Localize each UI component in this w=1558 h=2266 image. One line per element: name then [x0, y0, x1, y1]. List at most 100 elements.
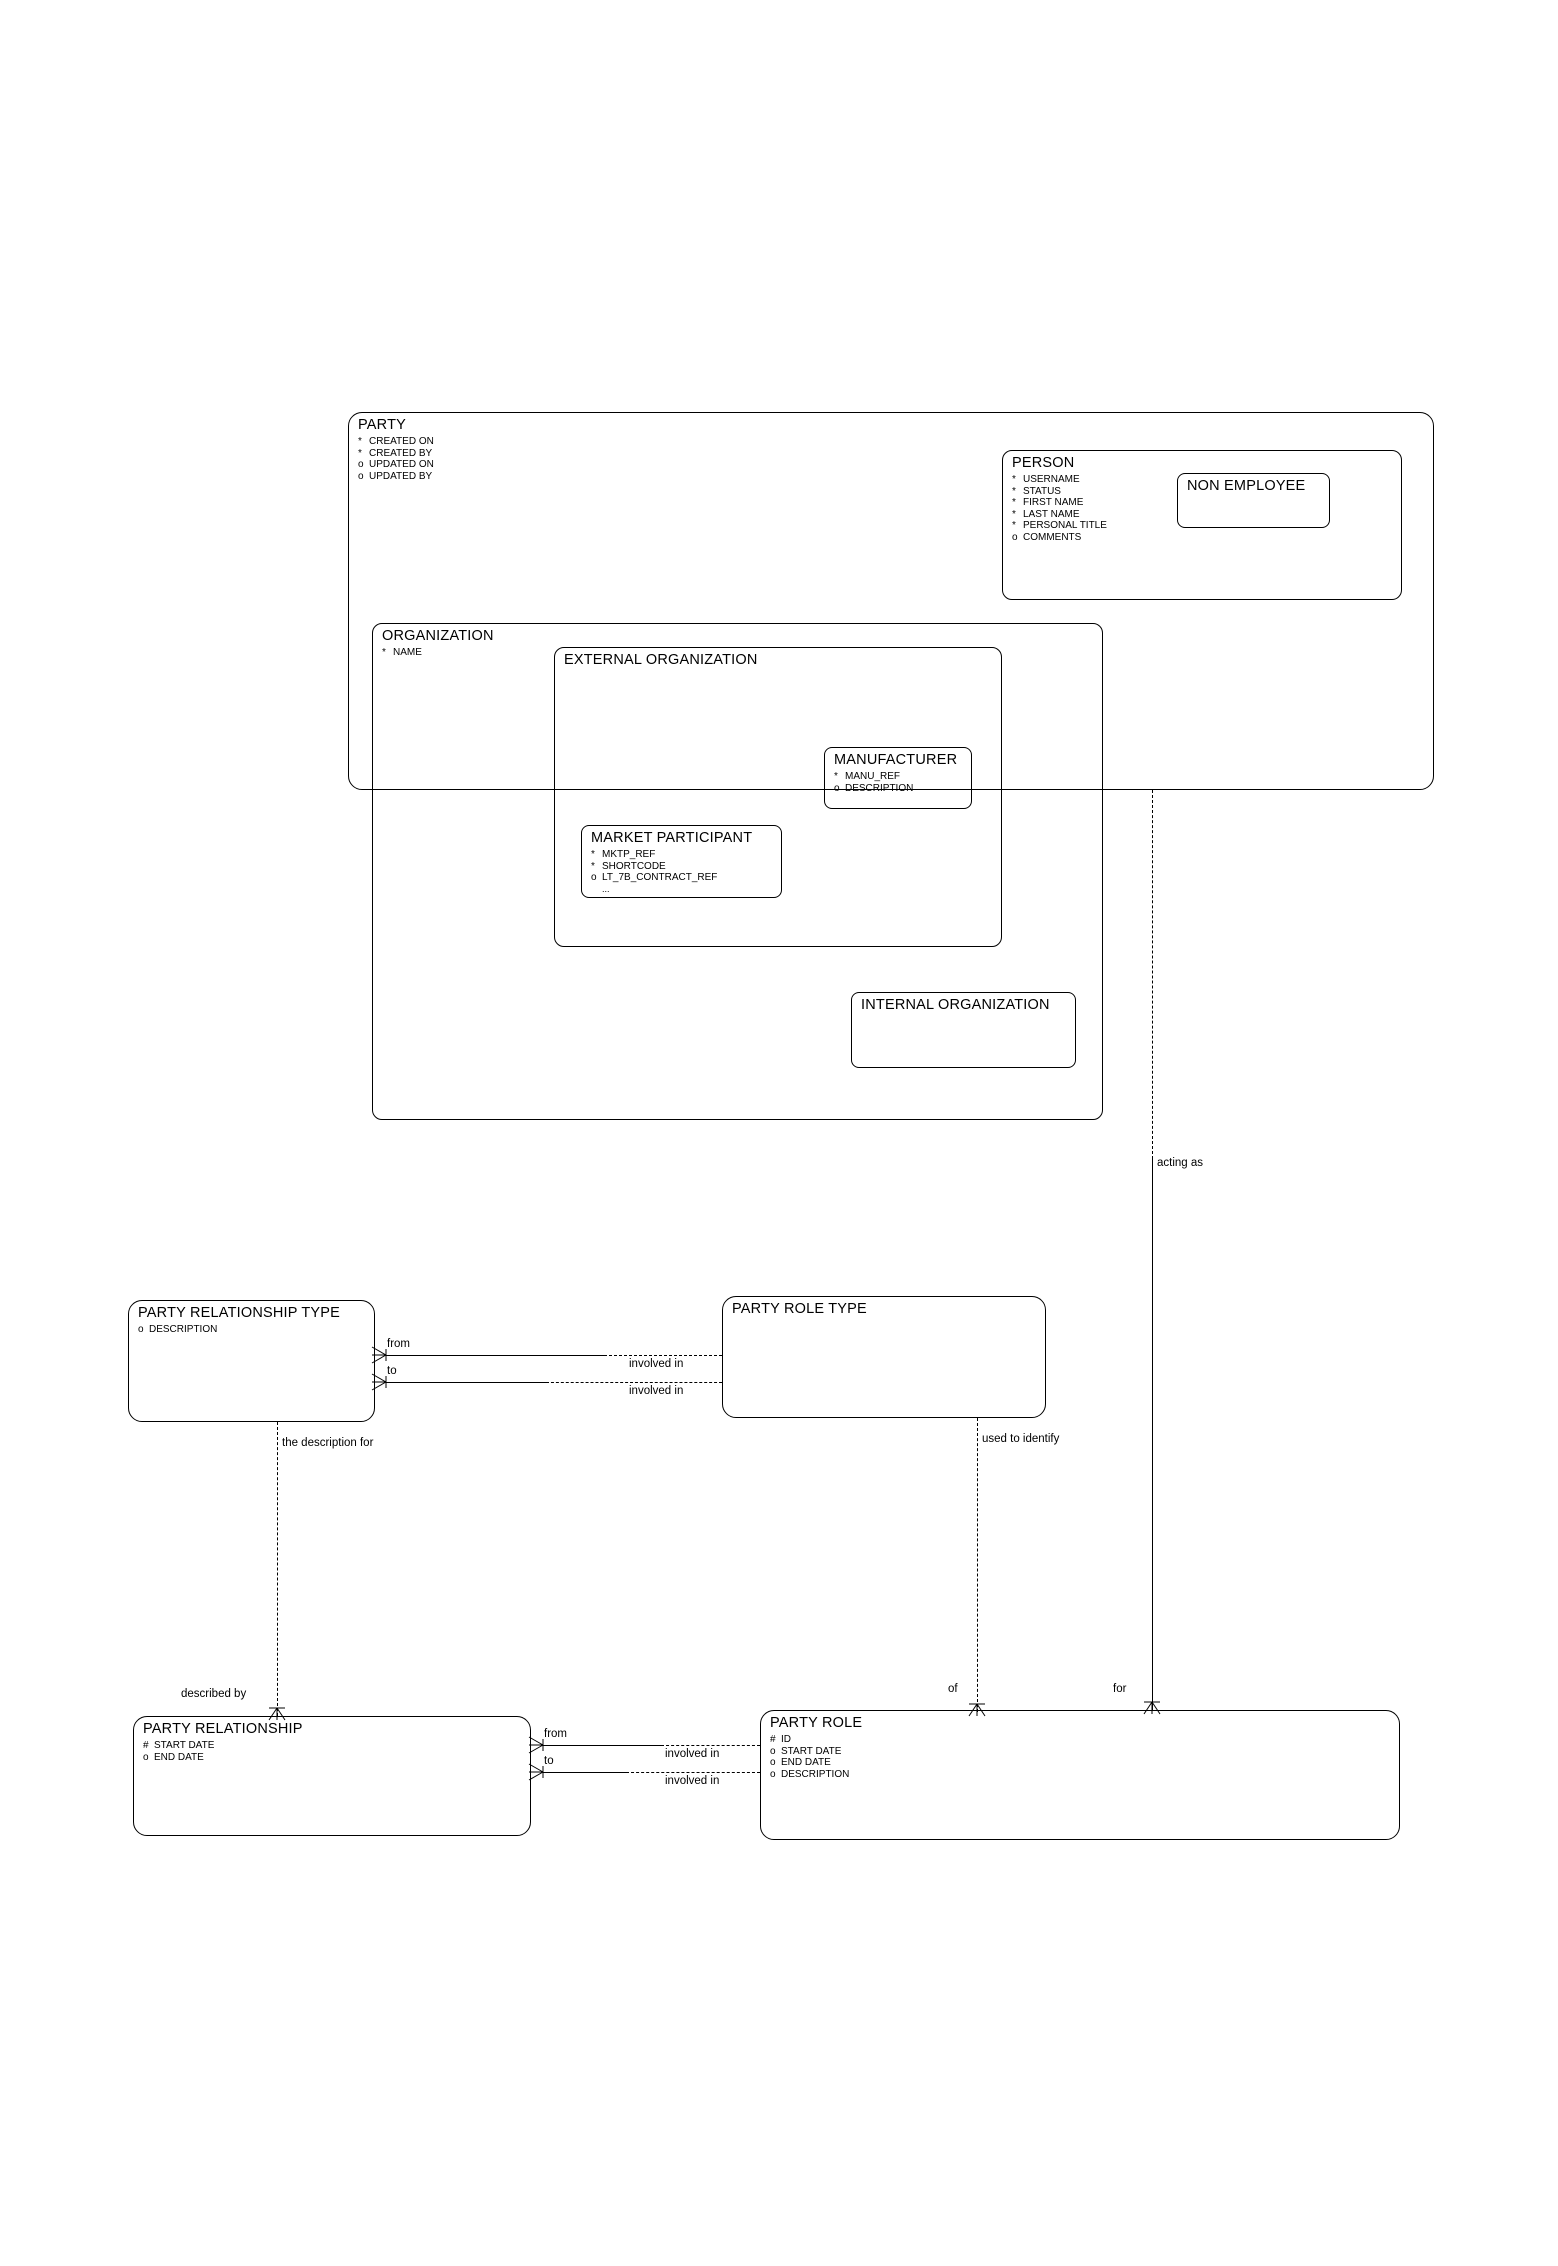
attribute-row: *CREATED BY [358, 448, 434, 460]
attribute-row: * FIRST NAME [1012, 497, 1107, 509]
relationship-line-pr-from-solid [543, 1745, 661, 1746]
relationship-line-prt-to-solid [386, 1382, 546, 1383]
attribute-row: * USERNAME [1012, 474, 1107, 486]
relationship-label-pr-involved-in-2: involved in [665, 1775, 720, 1787]
attribute-marker: # [770, 1734, 776, 1745]
entity-organization-attributes: * NAME [382, 647, 422, 659]
entity-manufacturer-title: MANUFACTURER [834, 752, 958, 768]
relationship-line-pr-from-dashed [661, 1745, 760, 1746]
entity-internal-organization-title: INTERNAL ORGANIZATION [861, 997, 1050, 1013]
attribute-label: SHORTCODE [602, 860, 666, 872]
relationship-line-for [1152, 1159, 1153, 1710]
attribute-marker: * [834, 771, 838, 782]
attribute-marker: * [382, 647, 386, 658]
attribute-marker: * [1012, 508, 1016, 520]
attribute-label: MANU_REF [845, 771, 901, 782]
relationship-line-acting-as [1152, 790, 1153, 1159]
entity-non-employee[interactable]: NON EMPLOYEE [1177, 473, 1330, 528]
attribute-row: * PERSONAL TITLE [1012, 520, 1107, 532]
attribute-marker: * [358, 436, 362, 447]
attribute-label: START DATE [781, 1745, 842, 1757]
entity-organization[interactable]: ORGANIZATION * NAME [372, 623, 1103, 1120]
entity-organization-title: ORGANIZATION [382, 628, 494, 644]
crowsfoot-described-by-icon [268, 1707, 286, 1721]
attribute-row: *STATUS [1012, 486, 1107, 498]
relationship-label-used-to-identify: used to identify [982, 1433, 1060, 1445]
entity-person[interactable]: PERSON *USERNAME *STATUS *FIRST NAME *LA… [1002, 450, 1402, 600]
attribute-label: CREATED ON [369, 436, 434, 447]
relationship-label-pr-involved-in-1: involved in [665, 1748, 720, 1760]
entity-market-participant[interactable]: MARKET PARTICIPANT *MKTP_REF *SHORTCODE … [581, 825, 782, 898]
attribute-label: FIRST NAME [1023, 497, 1084, 509]
entity-internal-organization[interactable]: INTERNAL ORGANIZATION [851, 992, 1076, 1068]
attribute-label: END DATE [154, 1751, 204, 1763]
entity-party-relationship-title: PARTY RELATIONSHIP [143, 1721, 303, 1737]
attribute-marker: * [358, 447, 362, 459]
entity-person-title: PERSON [1012, 455, 1075, 471]
attribute-marker: o [770, 1757, 776, 1769]
relationship-label-pr-to: to [544, 1755, 554, 1767]
attribute-marker: * [1012, 474, 1016, 485]
attribute-row: * SHORTCODE [591, 861, 717, 873]
attribute-label: DESCRIPTION [149, 1324, 218, 1335]
entity-market-participant-title: MARKET PARTICIPANT [591, 830, 753, 846]
entity-party-relationship-type[interactable]: PARTY RELATIONSHIP TYPE o DESCRIPTION [128, 1300, 375, 1422]
attribute-marker: o [358, 459, 364, 471]
attribute-row: *LAST NAME [1012, 509, 1107, 521]
attribute-marker: o [138, 1324, 144, 1335]
attribute-label: USERNAME [1023, 474, 1080, 485]
attribute-marker: o [1012, 531, 1018, 543]
attribute-marker: o [358, 470, 364, 482]
crowsfoot-pr-to-icon [528, 1763, 544, 1781]
entity-party-title: PARTY [358, 417, 407, 433]
attribute-label: END DATE [781, 1757, 831, 1769]
attribute-label: DESCRIPTION [781, 1768, 850, 1780]
attribute-marker: * [591, 860, 595, 872]
attribute-row: ... [591, 884, 717, 896]
entity-non-employee-title: NON EMPLOYEE [1187, 478, 1306, 494]
attribute-row: * CREATED ON [358, 436, 434, 448]
relationship-label-acting-as: acting as [1157, 1157, 1204, 1169]
relationship-label-prt-involved-in-2: involved in [629, 1385, 684, 1397]
attribute-label: ... [602, 883, 610, 894]
attribute-label: UPDATED BY [369, 470, 433, 482]
entity-external-organization[interactable]: EXTERNAL ORGANIZATION [554, 647, 1002, 947]
relationship-label-pr-from: from [544, 1728, 567, 1740]
crowsfoot-for-icon [1143, 1701, 1161, 1715]
attribute-label: STATUS [1023, 485, 1061, 497]
attribute-marker: * [1012, 520, 1016, 532]
attribute-marker: * [591, 849, 595, 860]
crowsfoot-prt-from-icon [371, 1346, 387, 1364]
entity-person-attributes: *USERNAME *STATUS *FIRST NAME *LAST NAME… [1012, 474, 1107, 544]
relationship-line-pr-to-dashed [626, 1772, 760, 1773]
attribute-row: # ID [770, 1734, 849, 1746]
attribute-label: ID [781, 1734, 791, 1745]
entity-party-relationship-type-title: PARTY RELATIONSHIP TYPE [138, 1305, 341, 1321]
crowsfoot-prt-to-icon [371, 1373, 387, 1391]
relationship-line-used-to-identify [977, 1418, 978, 1712]
entity-party-role-type[interactable]: PARTY ROLE TYPE [722, 1296, 1046, 1418]
relationship-label-for: for [1113, 1683, 1127, 1695]
relationship-label-prt-from: from [387, 1338, 410, 1350]
attribute-label: PERSONAL TITLE [1023, 520, 1107, 532]
entity-party-role-title: PARTY ROLE [770, 1715, 863, 1731]
attribute-label: NAME [393, 647, 422, 658]
attribute-row: * MANU_REF [834, 771, 913, 783]
relationship-line-prt-to-dashed [546, 1382, 722, 1383]
attribute-marker: * [1012, 497, 1016, 509]
relationship-line-prt-from-dashed [604, 1355, 722, 1356]
